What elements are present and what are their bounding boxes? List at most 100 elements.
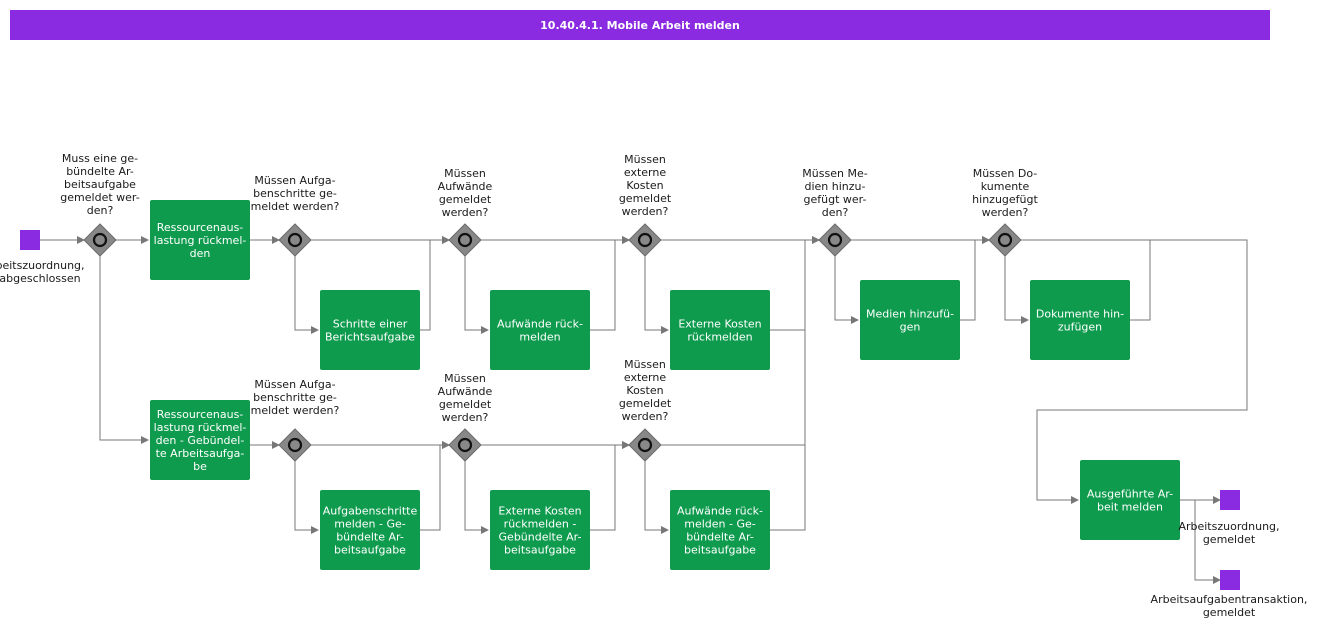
gateway-diamond (628, 223, 662, 257)
start-event-start[interactable] (20, 230, 40, 250)
task-label-line: Aufwände rück- (497, 318, 583, 331)
gateway-label-line: Müssen (624, 153, 666, 166)
gateway-marker-icon (457, 232, 473, 248)
gateway-g9[interactable] (628, 428, 662, 462)
task-label-line: Ressourcenaus- (157, 408, 244, 421)
gateway-label-line: Müssen Aufga- (254, 378, 335, 391)
gateway-g2[interactable] (278, 223, 312, 257)
gateway-label-line: Müssen Me- (802, 167, 867, 180)
gateway-marker-icon (287, 232, 303, 248)
gateway-g8[interactable] (448, 428, 482, 462)
sequence-flow (590, 441, 630, 531)
end-event-end1[interactable] (1220, 490, 1240, 510)
gateway-marker-icon (457, 437, 473, 453)
task-t11[interactable]: Ausgeführte Ar-beit melden (1080, 460, 1180, 540)
gateway-label-line: Müssen (444, 372, 486, 385)
task-box (1080, 460, 1180, 540)
sequence-flow (1194, 500, 1221, 584)
task-label-line: den (190, 247, 211, 260)
gateway-label-line: Müssen (624, 358, 666, 371)
gateway-label-line: kumente (981, 180, 1030, 193)
task-t10[interactable]: Aufwände rück-melden - Ge-bündelte Ar-be… (670, 490, 770, 570)
sequence-flow (1004, 256, 1029, 324)
gateway-g3[interactable] (448, 223, 482, 257)
sequence-flow (464, 461, 489, 534)
gateway-label-line: meldet werden? (251, 200, 340, 213)
task-label-line: bündelte Ar- (336, 531, 404, 544)
diagram-title: 10.40.4.1. Mobile Arbeit melden (10, 10, 1270, 40)
task-label-line: te Arbeitsaufga- (156, 447, 245, 460)
gateway-g6[interactable] (988, 223, 1022, 257)
gateway-label-line: gemeldet (439, 193, 492, 206)
gateway-label-line: bündelte Ar- (66, 165, 134, 178)
task-label-line: rückmelden (687, 331, 752, 344)
sequence-flow (834, 256, 859, 324)
task-t7[interactable]: Ressourcenaus-lastung rückmel-den - Gebü… (150, 400, 250, 480)
sequence-flow (420, 441, 450, 531)
gateway-label-line: werden? (622, 205, 669, 218)
gateway-label-line: externe (624, 166, 666, 179)
sequence-flow (294, 256, 319, 334)
gateway-label-line: Müssen Do- (973, 167, 1038, 180)
gateway-label-line: den? (87, 204, 114, 217)
task-label-line: lastung rückmel- (154, 421, 247, 434)
gateway-label-line: meldet werden? (251, 404, 340, 417)
task-label-line: Dokumente hin- (1036, 308, 1124, 321)
task-t1[interactable]: Ressourcenaus-lastung rückmel-den (150, 200, 250, 280)
task-box (150, 200, 250, 280)
task-t3[interactable]: Aufwände rück-melden (490, 290, 590, 370)
task-label-line: beitsaufgabe (684, 544, 756, 557)
gateway-label-line: Aufwände (438, 180, 493, 193)
node-labels: Muss eine ge-bündelte Ar-beitsaufgabegem… (0, 152, 1307, 619)
task-label-line: Aufwände rück- (677, 505, 763, 518)
task-label-line: Externe Kosten (498, 505, 581, 518)
task-label-line: Gebündelte Ar- (499, 531, 582, 544)
task-box (490, 490, 590, 570)
task-label-line: beitsaufgabe (504, 544, 576, 557)
task-label-line: den - Gebündel- (156, 434, 245, 447)
gateway-label-line: hinzugefügt (972, 193, 1038, 206)
gateway-diamond (278, 223, 312, 257)
event-label-line: beitszuordnung, (0, 259, 85, 272)
gateway-g4[interactable] (628, 223, 662, 257)
gateway-marker-icon (827, 232, 843, 248)
event-label-line: abgeschlossen (0, 272, 81, 285)
sequence-flow (1021, 239, 1248, 504)
task-label-line: Medien hinzufü- (866, 308, 954, 321)
task-label-line: Schritte einer (333, 318, 408, 331)
gateway-label-line: Aufwände (438, 385, 493, 398)
gateway-label-line: benschritte ge- (253, 187, 337, 200)
gateway-diamond (448, 223, 482, 257)
gateway-label-line: gemeldet (619, 397, 672, 410)
task-label-line: Externe Kosten (678, 318, 761, 331)
sequence-flows (40, 236, 1248, 584)
gateway-label-line: gefügt wer- (804, 193, 867, 206)
task-t6[interactable]: Dokumente hin-zufügen (1030, 280, 1130, 360)
task-label-line: gen (900, 321, 921, 334)
end-event-end2[interactable] (1220, 570, 1240, 590)
gateway-label-line: werden? (982, 206, 1029, 219)
task-box (670, 490, 770, 570)
task-label-line: beit melden (1097, 501, 1163, 514)
task-t5[interactable]: Medien hinzufü-gen (860, 280, 960, 360)
sequence-flow (1130, 240, 1151, 321)
task-label-line: melden (519, 331, 560, 344)
gateway-g7[interactable] (278, 428, 312, 462)
gateway-label-line: Kosten (626, 179, 663, 192)
sequence-flow (99, 256, 149, 444)
gateway-g5[interactable] (818, 223, 852, 257)
gateway-g1[interactable] (83, 223, 117, 257)
task-label-line: melden - Ge- (334, 518, 406, 531)
sequence-flow (420, 236, 450, 331)
gateway-label-line: gemeldet (619, 192, 672, 205)
gateway-label-line: dien hinzu- (805, 180, 866, 193)
task-label-line: lastung rückmel- (154, 234, 247, 247)
gateway-marker-icon (637, 232, 653, 248)
gateway-diamond (448, 428, 482, 462)
gateway-label-line: werden? (622, 410, 669, 423)
task-label-line: Aufgabenschritte (323, 505, 418, 518)
